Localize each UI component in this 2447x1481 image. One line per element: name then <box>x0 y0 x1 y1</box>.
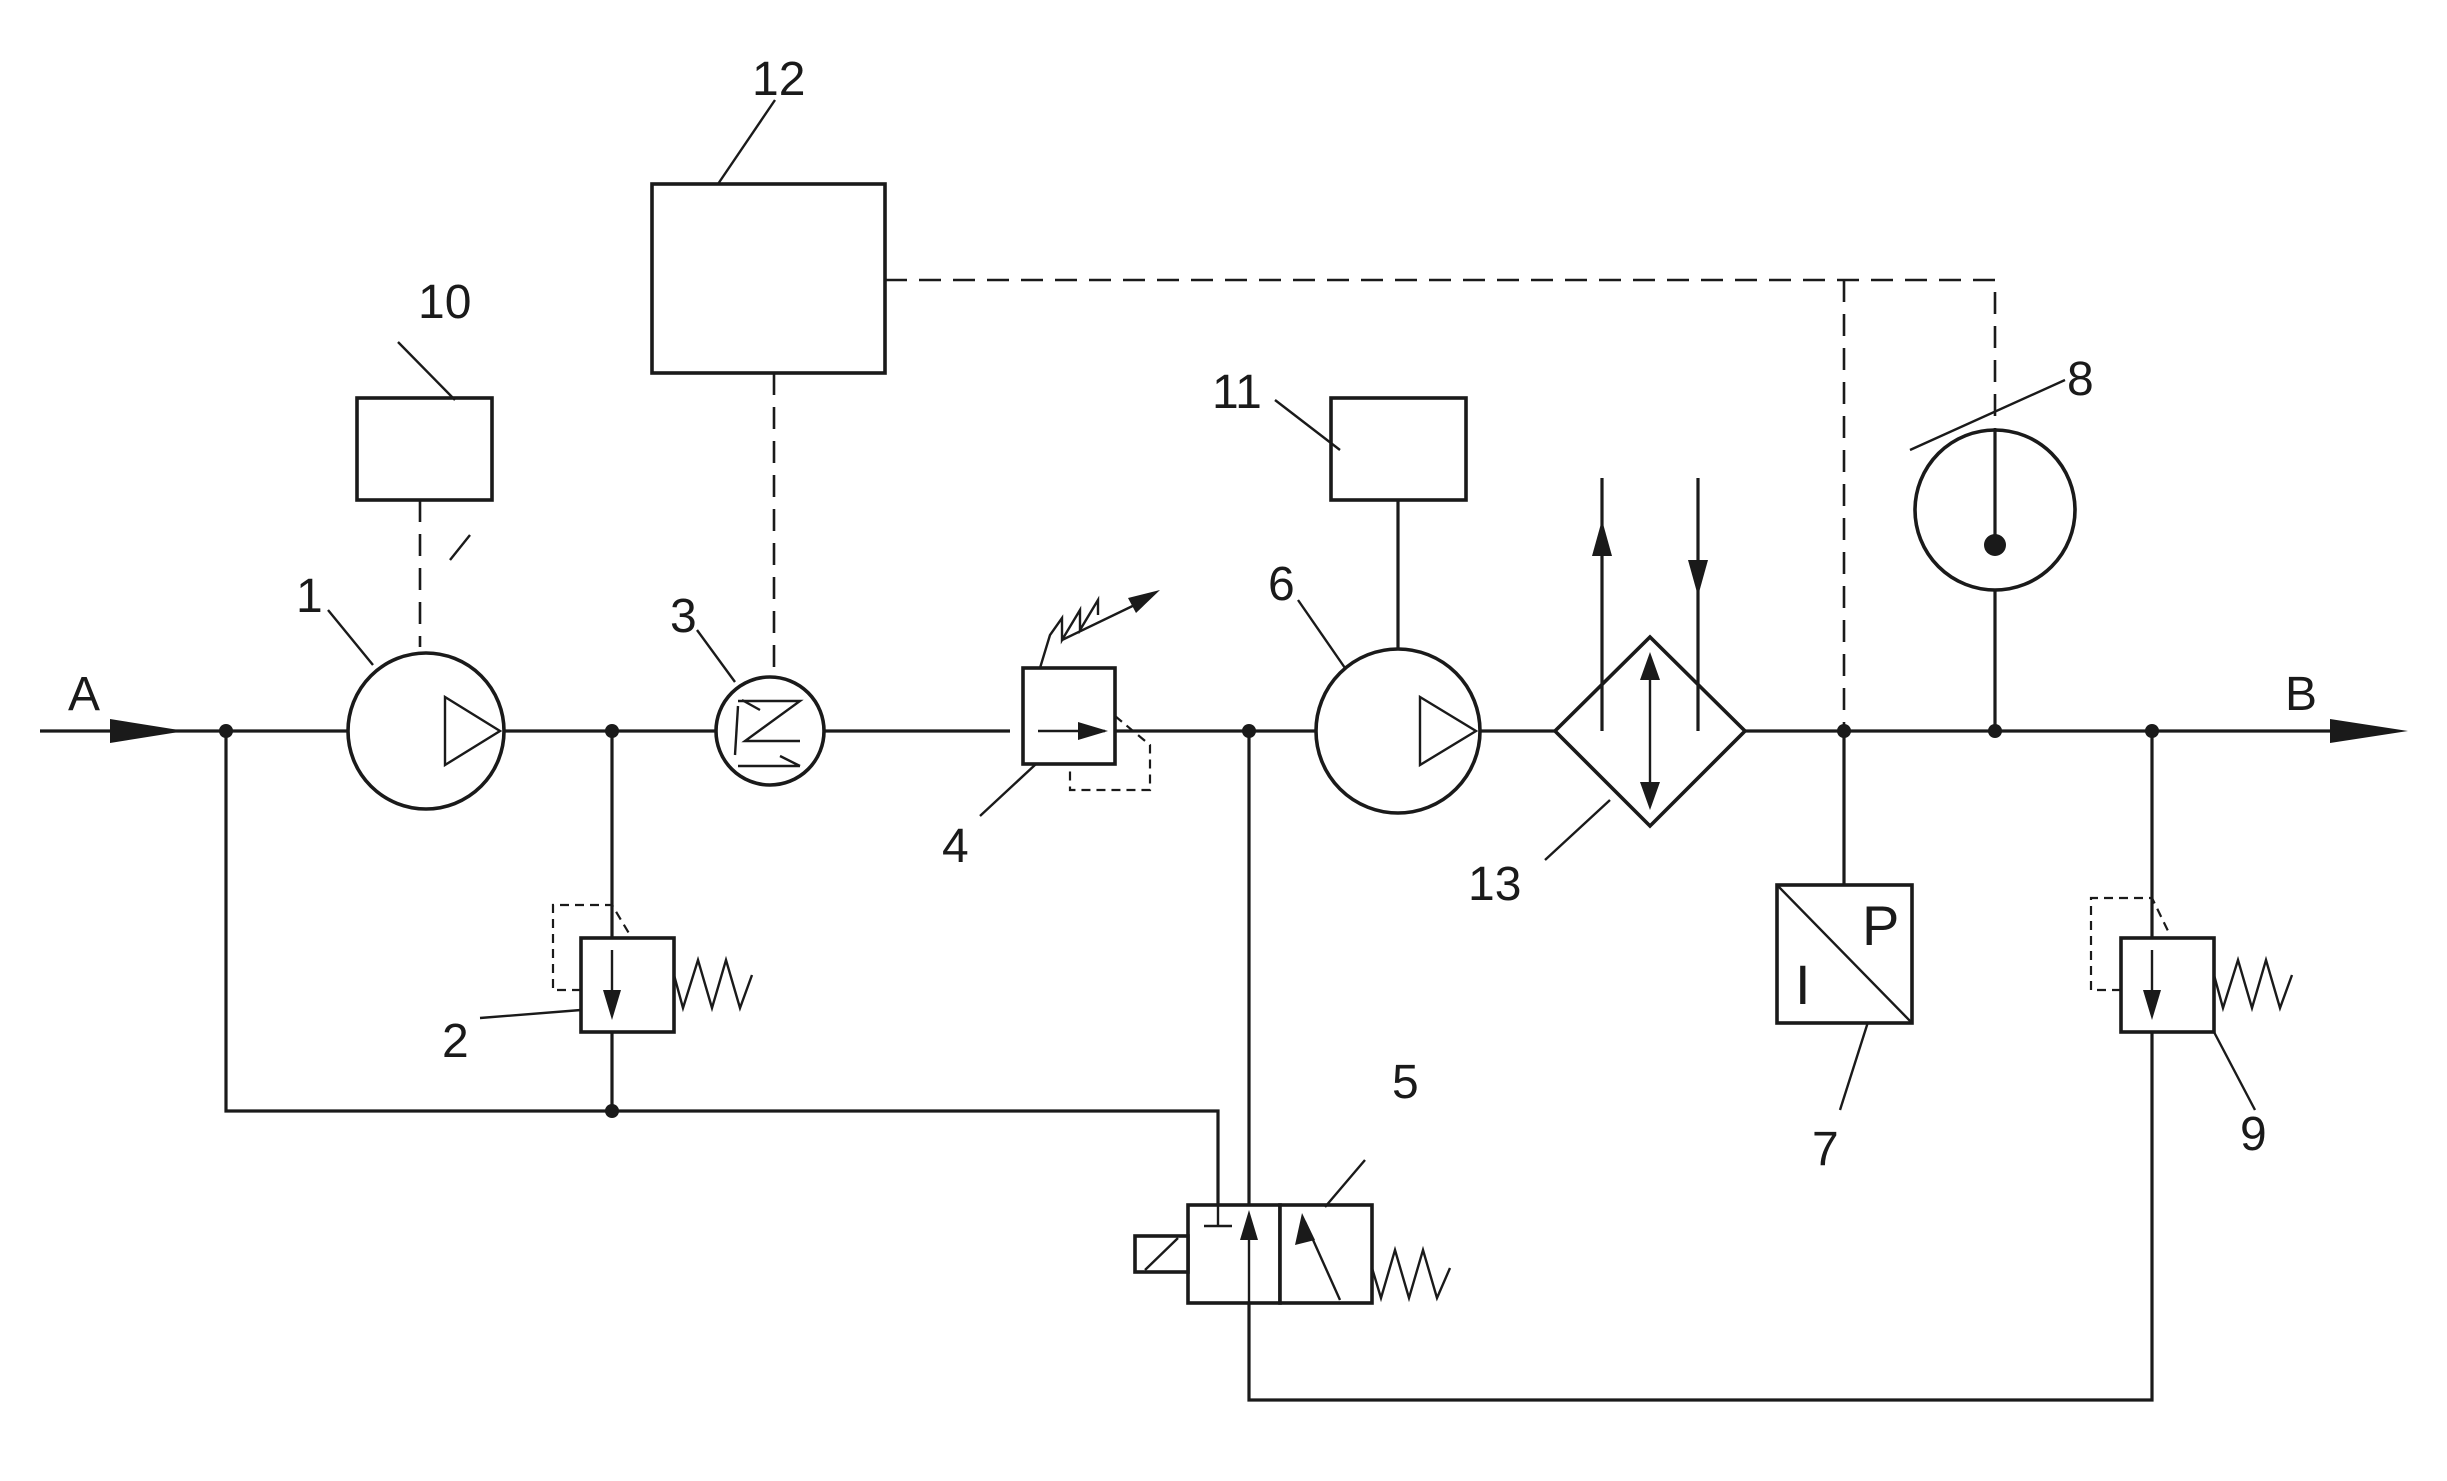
flow-meter-3 <box>716 677 824 785</box>
port-label-b: B <box>2285 668 2317 721</box>
label-1: 1 <box>296 570 323 623</box>
heat-exchanger-13 <box>1555 478 1745 826</box>
label-10: 10 <box>418 276 471 329</box>
pump-1 <box>348 653 504 809</box>
label-13: 13 <box>1468 858 1521 911</box>
gauge-8 <box>1915 430 2075 590</box>
component-10-box <box>357 398 492 500</box>
converter-symbol-i: I <box>1795 953 1811 1016</box>
directional-valve-5 <box>1135 1205 1450 1303</box>
label-9: 9 <box>2240 1108 2267 1161</box>
label-8: 8 <box>2067 353 2094 406</box>
converter-7: I P <box>1777 885 1912 1023</box>
outlet-arrow <box>2330 719 2408 743</box>
inlet-arrow <box>110 719 185 743</box>
valve-4 <box>1023 590 1160 790</box>
label-3: 3 <box>670 590 697 643</box>
leader-lines <box>328 100 2255 1207</box>
relief-valve-9 <box>2091 898 2292 1032</box>
label-12: 12 <box>752 53 805 106</box>
component-11-box <box>1331 398 1466 500</box>
label-7: 7 <box>1812 1123 1839 1176</box>
label-6: 6 <box>1268 558 1295 611</box>
label-2: 2 <box>442 1015 469 1068</box>
port-label-a: A <box>68 668 100 721</box>
label-4: 4 <box>942 820 969 873</box>
relief-valve-2 <box>553 905 752 1032</box>
component-12-box <box>652 184 885 373</box>
pump-6 <box>1316 649 1480 813</box>
converter-symbol-p: P <box>1862 894 1899 957</box>
label-5: 5 <box>1392 1056 1419 1109</box>
label-11: 11 <box>1212 366 1262 419</box>
